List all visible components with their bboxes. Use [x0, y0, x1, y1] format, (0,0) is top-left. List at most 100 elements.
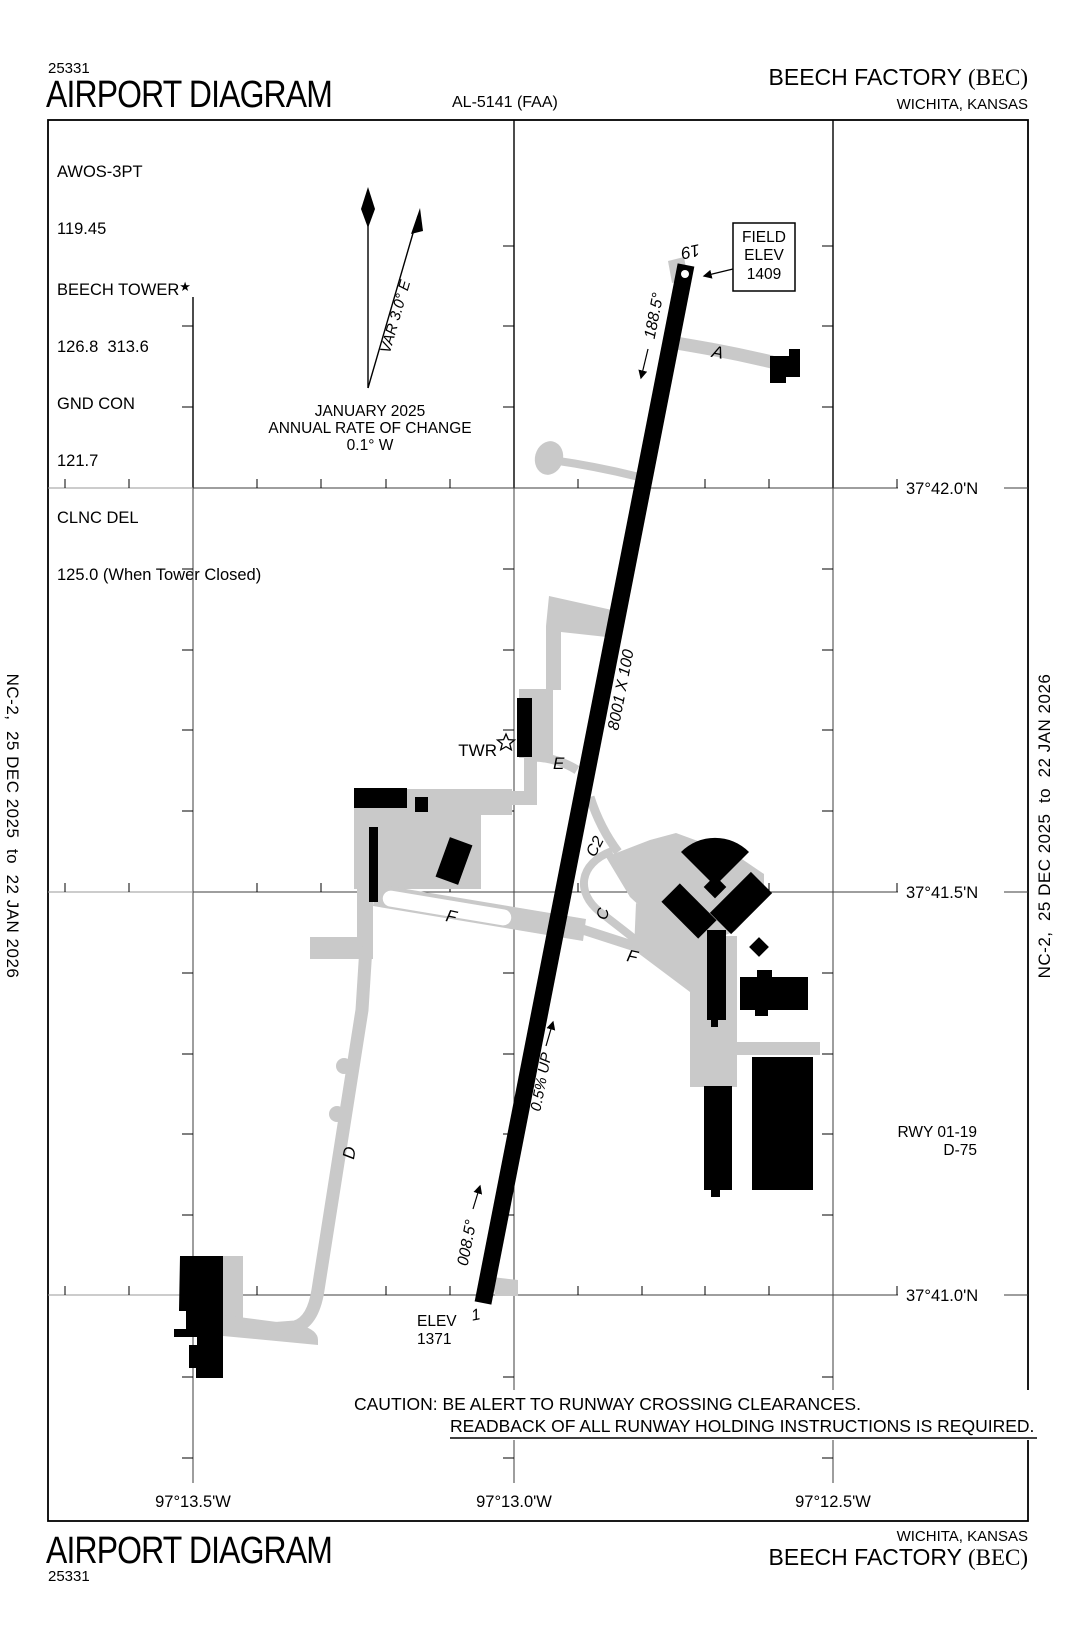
runway-end-1-label: 1 — [470, 1306, 482, 1324]
tower-label: TWR — [458, 741, 497, 760]
north-arrow-group: VAR 3.0° E JANUARY 2025 ANNUAL RATE OF C… — [268, 187, 472, 454]
comm-line: 121.7 — [57, 452, 99, 470]
factory-small-diamond — [749, 937, 769, 957]
runup-pad-island — [382, 890, 512, 926]
variation-arrow — [367, 215, 419, 389]
tower-star-icon: ★ — [179, 279, 191, 294]
comm-frequencies: AWOS-3PT 119.45 BEECH TOWER★ 126.8 313.6… — [57, 125, 261, 604]
field-elev-label1: FIELD — [742, 229, 786, 246]
runway-1-elev-value: 1371 — [417, 1331, 451, 1348]
building-southwest-cluster — [174, 1256, 223, 1378]
runway-heading-19-arrow — [638, 348, 649, 380]
taxiway-d-bump — [329, 1106, 345, 1122]
taxiway-e-pavement — [531, 752, 580, 774]
latitude-label-42-0: 37°42.0'N — [906, 480, 978, 498]
magnetic-date: JANUARY 2025 — [315, 403, 426, 420]
latitude-gridlines — [193, 487, 1028, 1296]
comm-line: 125.0 (When Tower Closed) — [57, 566, 262, 584]
building-northeast — [770, 349, 800, 383]
runway-slope-arrow — [545, 1020, 556, 1047]
comm-line: CLNC DEL — [57, 509, 139, 527]
longitude-gridlines-upper — [192, 120, 834, 488]
field-elev-label2: ELEV — [744, 247, 784, 264]
airport-code-text: (BEC) — [967, 1545, 1028, 1570]
holding-pad — [534, 441, 564, 475]
latitude-gridlines-left — [48, 487, 193, 1296]
north-arrow-head — [361, 187, 375, 228]
runway-end-19-label: 19 — [679, 240, 702, 263]
field-elev-box — [732, 222, 796, 292]
caution-line1: CAUTION: BE ALERT TO RUNWAY CROSSING CLE… — [354, 1394, 861, 1414]
airport-city-top: WICHITA, KANSAS — [896, 96, 1028, 113]
west-apron-arm — [481, 789, 512, 815]
latitude-label-41-5: 37°41.5'N — [906, 884, 978, 902]
taxiway-a-label: A — [709, 342, 724, 363]
comm-line: 126.8 313.6 — [57, 338, 149, 356]
map-border — [47, 119, 1029, 1522]
taxiway-d-bump — [336, 1058, 352, 1074]
building-se-large — [752, 1057, 813, 1190]
southeast-apron-band — [690, 1042, 820, 1055]
field-elev-callout: FIELD ELEV 1409 — [702, 222, 796, 292]
caution-line2: READBACK OF ALL RUNWAY HOLDING INSTRUCTI… — [450, 1416, 1034, 1436]
pad-runway-south — [492, 1277, 518, 1296]
airport-city-bottom: WICHITA, KANSAS — [896, 1528, 1028, 1545]
longitude-label-13-0: 97°13.0'W — [476, 1493, 552, 1511]
building-west-long — [354, 788, 407, 808]
latitude-label-41-0: 37°41.0'N — [906, 1287, 978, 1305]
longitude-label-13-5: 97°13.5'W — [155, 1493, 231, 1511]
chart-code-top: 25331 — [48, 60, 90, 77]
building-se-tall-tab — [711, 1190, 720, 1197]
tower-building — [517, 698, 532, 757]
graticule — [48, 120, 1028, 1483]
southwest-apron-band — [223, 1315, 318, 1345]
page-title-bottom: AIRPORT DIAGRAM — [46, 1530, 333, 1572]
building-se-thin-tab — [711, 1020, 718, 1027]
magnetic-rate-line1: ANNUAL RATE OF CHANGE — [268, 420, 471, 437]
factory-wing-east — [709, 871, 773, 935]
airport-name-text: BEECH FACTORY — [768, 1544, 962, 1570]
building-west-slanted — [435, 837, 473, 885]
comm-line: AWOS-3PT — [57, 163, 143, 181]
airport-code-text: (BEC) — [967, 65, 1028, 90]
longitude-label-12-5: 97°12.5'W — [795, 1493, 871, 1511]
grid-ticks-vertical — [182, 245, 833, 1459]
southwest-apron — [223, 1256, 243, 1320]
comm-line: 119.45 — [57, 220, 107, 238]
factory-fan-building — [681, 837, 749, 886]
taxiway-e-label: E — [553, 754, 565, 773]
caution-backdrop — [350, 1390, 1042, 1440]
runway-1-elev-label: ELEV — [417, 1313, 457, 1330]
building-west-small — [415, 797, 428, 812]
comm-line: BEECH TOWER — [57, 281, 180, 299]
building-se-tall — [704, 1086, 732, 1190]
field-elev-arrow — [702, 268, 734, 279]
taxiway-f-label-east: F — [625, 946, 641, 967]
chart-code-bottom: 25331 — [48, 1568, 90, 1585]
building-se-thin — [707, 930, 726, 1020]
building-west-thin — [369, 827, 378, 902]
comm-line-tower: BEECH TOWER★ — [57, 277, 261, 300]
runway-heading-19: 188.5° — [642, 291, 668, 340]
page-title-top: AIRPORT DIAGRAM — [46, 74, 333, 116]
runway-heading-1: 008.5° — [455, 1218, 481, 1267]
runway-01-19 — [474, 263, 695, 1305]
airport-name-top: BEECH FACTORY (BEC) — [769, 64, 1028, 91]
runway-info-line2: D-75 — [943, 1142, 977, 1159]
taxiway-c-label: C — [594, 906, 613, 921]
tower-star-icon — [495, 732, 517, 752]
holding-pad-stem — [551, 456, 644, 482]
west-apron-lower-arm — [310, 937, 367, 959]
stub-taxiway — [546, 596, 616, 690]
building-se-notched-tab — [757, 970, 772, 978]
runway-heading-1-arrow — [472, 1184, 483, 1210]
magnetic-rate-line2: 0.1° W — [347, 437, 394, 454]
runway-info-line1: RWY 01-19 — [897, 1124, 977, 1141]
airport-name-bottom: BEECH FACTORY (BEC) — [769, 1544, 1028, 1571]
field-elev-value: 1409 — [747, 266, 781, 283]
factory-wing-west — [661, 883, 717, 939]
comm-line: GND CON — [57, 395, 135, 413]
tower-pad-stem — [524, 756, 537, 796]
airport-name-text: BEECH FACTORY — [768, 64, 962, 90]
